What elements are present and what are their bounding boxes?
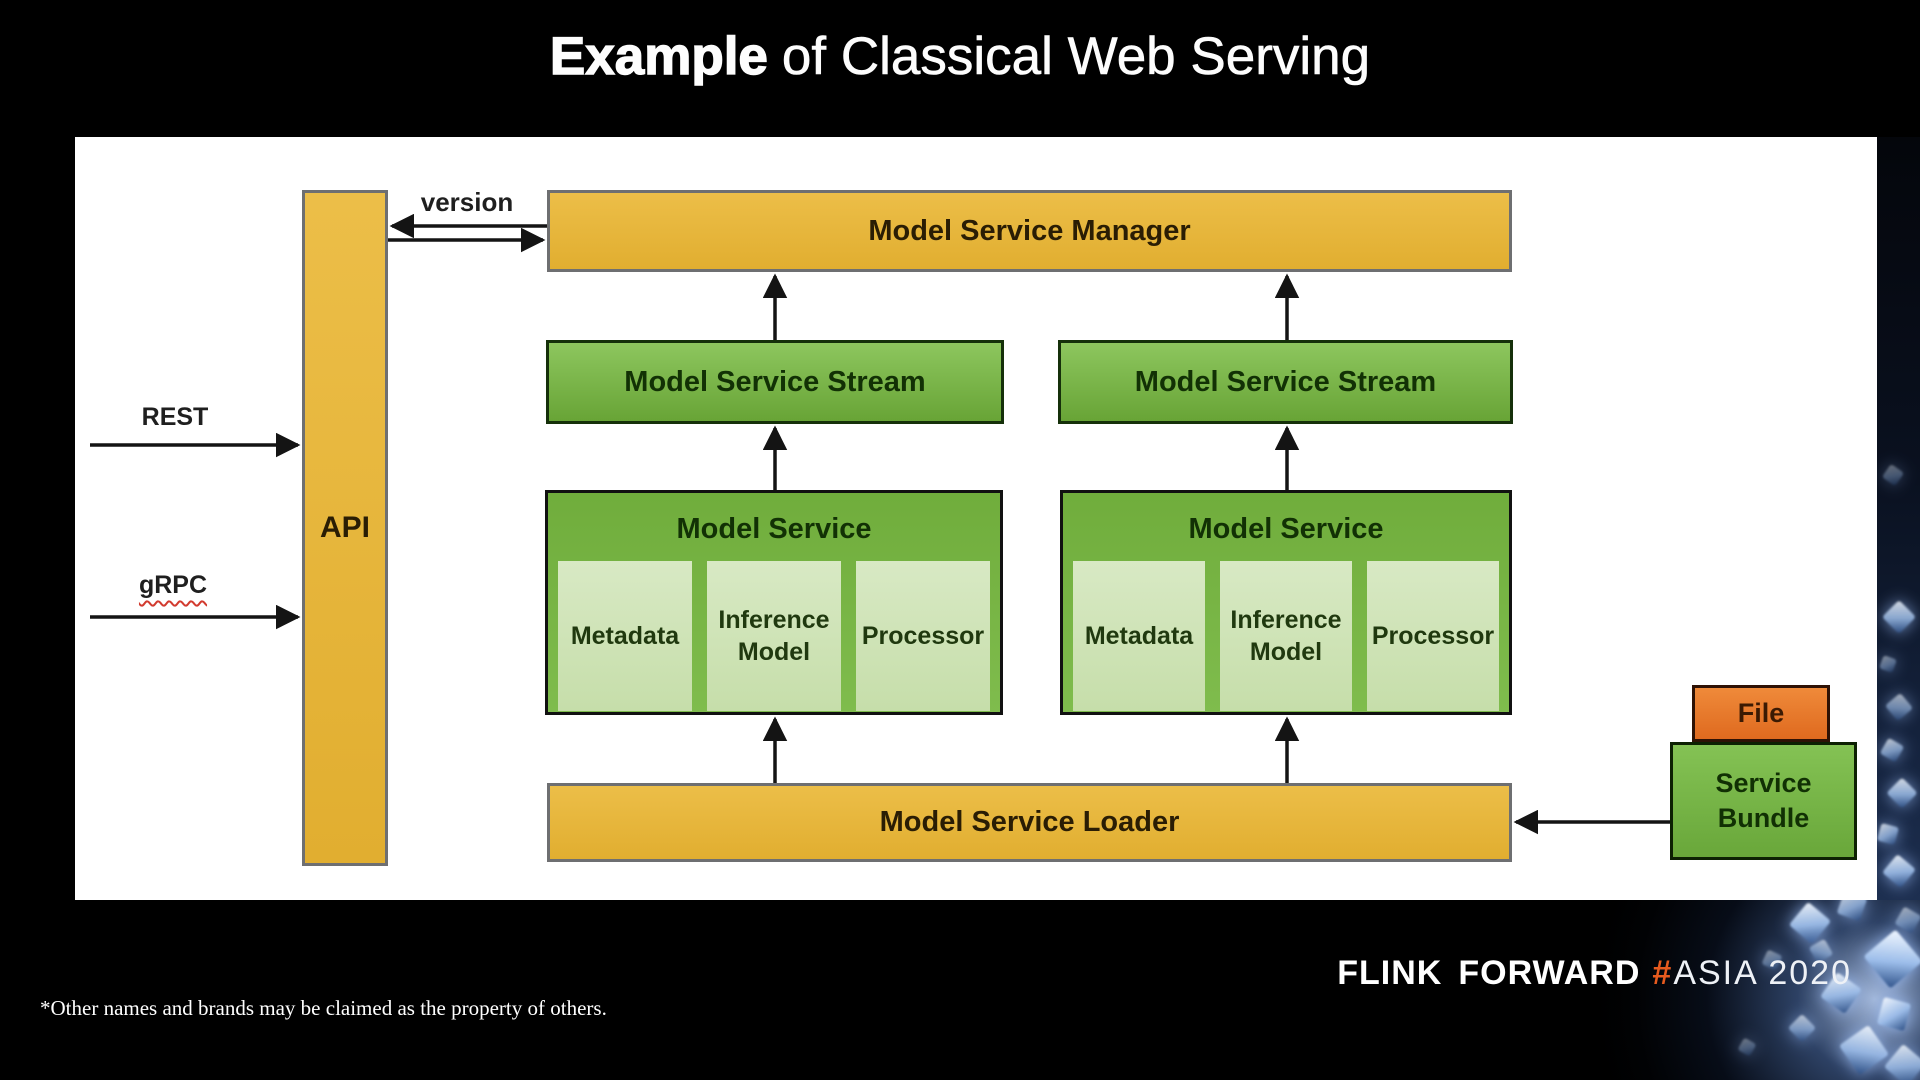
- cube-decor: [1884, 692, 1914, 722]
- model-service-stream-left-label: Model Service Stream: [624, 365, 926, 398]
- model-service-right-title: Model Service: [1188, 513, 1384, 545]
- service-bundle-box: Service Bundle: [1670, 742, 1857, 860]
- inference-model-box: Inference Model: [1220, 561, 1352, 711]
- processor-box: Processor: [856, 561, 990, 711]
- metadata-box: Metadata: [1073, 561, 1205, 711]
- metadata-box: Metadata: [558, 561, 692, 711]
- model-service-stream-right-box: Model Service Stream: [1058, 340, 1513, 424]
- cube-decor: [1881, 463, 1905, 487]
- model-service-stream-left-box: Model Service Stream: [546, 340, 1004, 424]
- cube-decor: [1836, 900, 1868, 922]
- model-service-right-components: Metadata Inference Model Processor: [1063, 561, 1509, 711]
- model-service-loader-box: Model Service Loader: [547, 783, 1512, 862]
- model-service-left-title: Model Service: [676, 513, 872, 545]
- cube-decor: [1882, 600, 1916, 634]
- cube-decor: [1879, 737, 1905, 763]
- inference-model-box: Inference Model: [707, 561, 841, 711]
- cube-decor: [1737, 1037, 1757, 1057]
- brand-flink: FLINK: [1337, 954, 1443, 992]
- api-box: API: [302, 190, 388, 866]
- cube-decor: [1838, 1024, 1890, 1076]
- model-service-manager-box: Model Service Manager: [547, 190, 1512, 272]
- api-label: API: [319, 511, 370, 544]
- version-label: version: [420, 187, 514, 217]
- cube-decor: [1879, 655, 1897, 673]
- cube-decor: [1863, 929, 1920, 989]
- cube-decor: [1882, 854, 1916, 888]
- brand-event: ASIA 2020: [1673, 954, 1852, 992]
- processor-box: Processor: [1367, 561, 1499, 711]
- model-service-loader-label: Model Service Loader: [879, 806, 1180, 838]
- footnote: *Other names and brands may be claimed a…: [40, 996, 607, 1020]
- cube-decor: [1894, 906, 1920, 934]
- diagram-canvas: API version REST gRPC Model Service Mana…: [75, 137, 1877, 900]
- cube-decor: [1877, 822, 1900, 846]
- model-service-manager-label: Model Service Manager: [868, 214, 1191, 247]
- file-box: File: [1692, 685, 1830, 742]
- brand-forward: FORWARD: [1458, 954, 1641, 992]
- model-service-right-box: Model Service Metadata Inference Model P…: [1060, 490, 1512, 715]
- title-emphasis: Example: [549, 26, 768, 86]
- tech-cubes-right-strip: [1877, 137, 1920, 900]
- flink-forward-brand: FLINK FORWARD #ASIA 2020: [1337, 954, 1852, 993]
- cube-decor: [1886, 777, 1918, 809]
- tech-cubes-bottom-right: [1540, 900, 1920, 1080]
- rest-label: REST: [141, 403, 209, 431]
- title-rest: of Classical Web Serving: [781, 27, 1371, 87]
- cube-decor: [1876, 996, 1912, 1032]
- model-service-left-components: Metadata Inference Model Processor: [548, 561, 1000, 711]
- model-service-left-box: Model Service Metadata Inference Model P…: [545, 490, 1003, 715]
- grpc-label: gRPC: [138, 571, 208, 599]
- cube-decor: [1788, 901, 1832, 945]
- cube-decor: [1883, 1043, 1920, 1080]
- service-bundle-label: Service Bundle: [1715, 767, 1812, 833]
- file-label: File: [1737, 698, 1785, 728]
- cube-decor: [1787, 1013, 1817, 1043]
- model-service-stream-right-label: Model Service Stream: [1134, 365, 1437, 398]
- brand-hash: #: [1652, 954, 1672, 992]
